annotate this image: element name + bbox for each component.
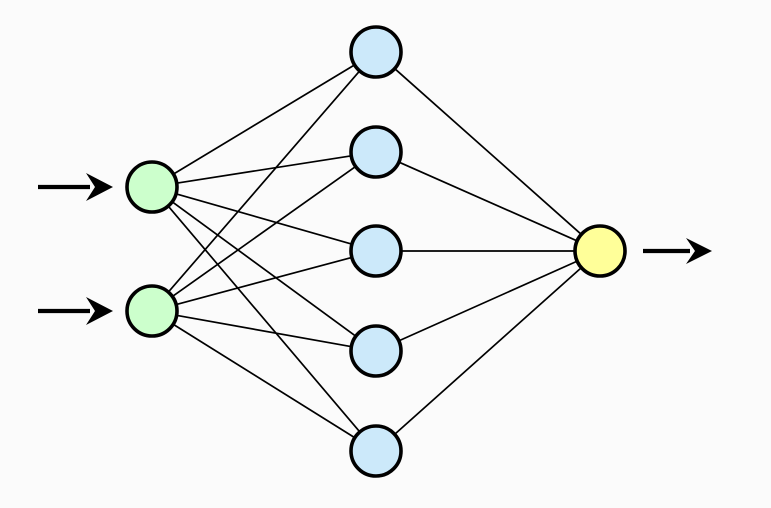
edge-hidden-1-to-output-1: [393, 67, 583, 236]
edge-input-2-to-hidden-5: [171, 322, 357, 440]
nodes-group: [125, 25, 627, 478]
node-hidden-4[interactable]: [349, 324, 403, 378]
edges-group: [166, 63, 583, 440]
edge-input-2-to-hidden-2: [170, 165, 358, 298]
edge-input-2-to-hidden-1: [166, 69, 362, 294]
node-input-1[interactable]: [125, 160, 179, 214]
edge-input-1-to-hidden-4: [170, 200, 358, 338]
edge-input-2-to-hidden-4: [174, 314, 354, 348]
edge-input-1-to-hidden-1: [171, 63, 357, 176]
edge-input-1-to-hidden-5: [166, 204, 362, 434]
edge-hidden-5-to-output-1: [393, 266, 583, 436]
edge-hidden-4-to-output-1: [397, 259, 579, 343]
node-input-2[interactable]: [125, 284, 179, 338]
node-hidden-1[interactable]: [349, 25, 403, 79]
output-arrow-icon: [686, 238, 712, 264]
input-arrow-icon: [86, 297, 113, 325]
node-output-1[interactable]: [573, 224, 627, 278]
edge-input-2-to-hidden-3: [174, 256, 354, 306]
input-arrow-icon: [86, 173, 113, 201]
node-hidden-2[interactable]: [349, 125, 403, 179]
node-hidden-5[interactable]: [349, 424, 403, 478]
arrows-group: [38, 173, 712, 325]
edge-input-1-to-hidden-2: [174, 154, 354, 185]
node-hidden-3[interactable]: [349, 224, 403, 278]
edge-input-1-to-hidden-3: [174, 192, 354, 246]
edge-hidden-2-to-output-1: [397, 160, 579, 243]
